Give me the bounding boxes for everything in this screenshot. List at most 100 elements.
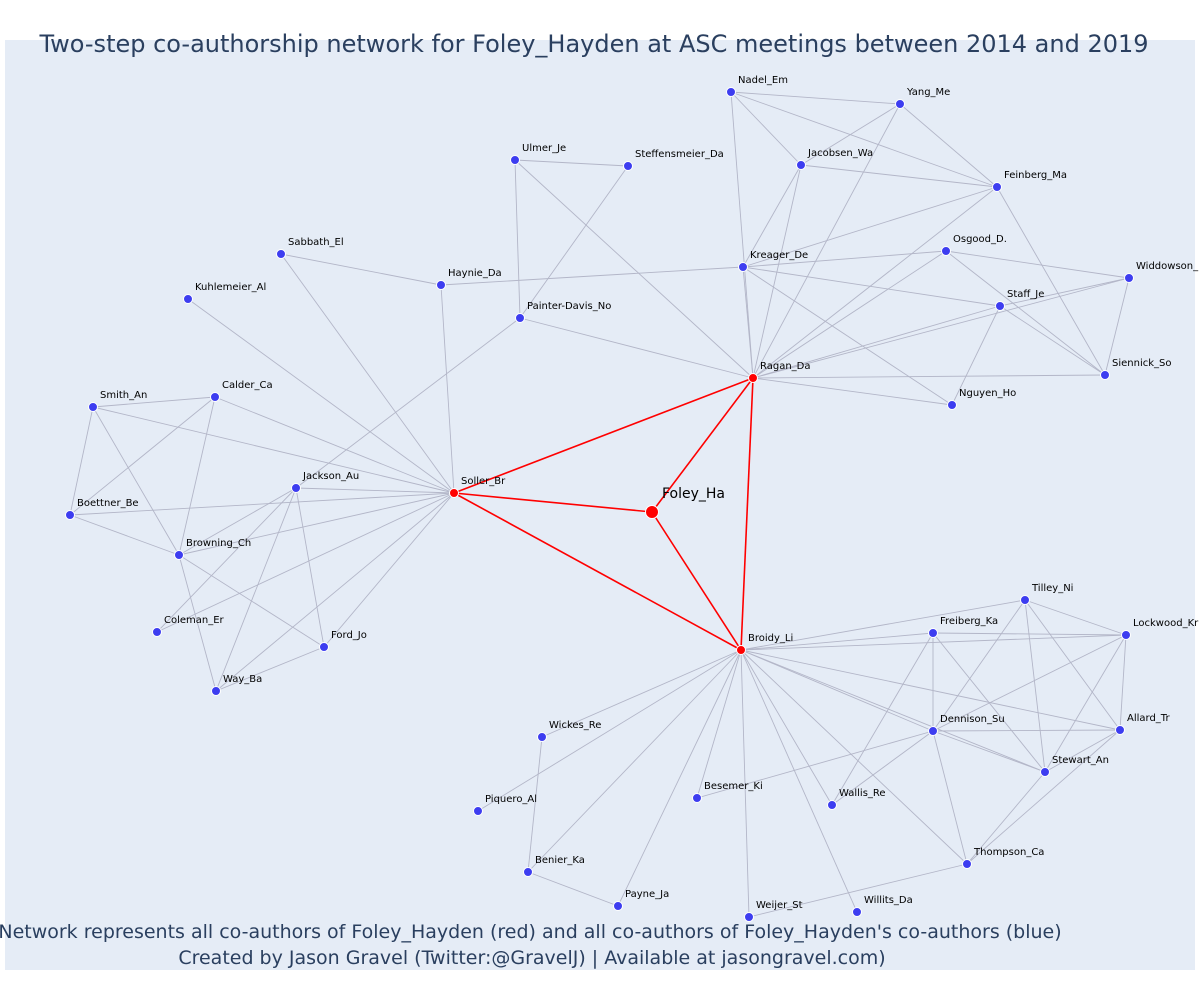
- edge-Soller_Br-Ragan_Da: [453, 377, 754, 494]
- edge-Soller_Br-Haynie_Da: [440, 284, 455, 494]
- node-label-Dennison_Su: Dennison_Su: [940, 714, 1005, 725]
- edge-Kreager_De-Haynie_Da: [440, 266, 744, 286]
- node-label-Sabbath_El: Sabbath_El: [288, 237, 344, 248]
- edge-Freiberg_Ka-Stewart_An: [932, 632, 1046, 773]
- node-Allard_Tr[interactable]: [1115, 725, 1125, 735]
- edge-Soller_Br-Jackson_Au: [295, 487, 455, 494]
- edge-Ulmer_Je-Painter-Davis_No: [514, 159, 521, 319]
- edge-Ulmer_Je-Steffensmeier_Da: [514, 159, 629, 167]
- node-label-Piquero_Al: Piquero_Al: [485, 794, 537, 805]
- node-label-Steffensmeier_Da: Steffensmeier_Da: [635, 149, 724, 160]
- edge-Broidy_Li-Willits_Da: [740, 649, 858, 913]
- node-label-Ulmer_Je: Ulmer_Je: [522, 143, 566, 154]
- edge-Ragan_Da-Widdowson_: [752, 277, 1130, 379]
- node-Piquero_Al[interactable]: [473, 806, 483, 816]
- edge-Ragan_Da-Nadel_Em: [730, 91, 754, 379]
- edge-Jackson_Au-Painter-Davis_No: [295, 317, 521, 489]
- edge-Benier_Ka-Payne_Ja: [527, 871, 619, 907]
- edge-Soller_Br-Ford_Jo: [323, 492, 455, 648]
- node-Weijer_St[interactable]: [744, 912, 754, 922]
- caption-line-1: Network represents all co-authors of Fol…: [0, 921, 1062, 943]
- node-Widdowson_[interactable]: [1124, 273, 1134, 283]
- node-Broidy_Li[interactable]: [736, 645, 746, 655]
- edge-Dennison_Su-Wallis_Re: [831, 730, 934, 806]
- node-Nadel_Em[interactable]: [726, 87, 736, 97]
- edge-Broidy_Li-Thompson_Ca: [740, 649, 968, 865]
- edge-Tilley_Ni-Stewart_An: [1024, 599, 1046, 773]
- node-Ford_Jo[interactable]: [319, 642, 329, 652]
- node-Tilley_Ni[interactable]: [1020, 595, 1030, 605]
- node-Ragan_Da[interactable]: [748, 373, 758, 383]
- node-label-Tilley_Ni: Tilley_Ni: [1031, 583, 1073, 594]
- edge-Steffensmeier_Da-Painter-Davis_No: [519, 165, 629, 319]
- node-Feinberg_Ma[interactable]: [992, 182, 1002, 192]
- edge-Soller_Br-Kuhlemeier_Al: [187, 298, 455, 494]
- edge-Lockwood_Kr-Allard_Tr: [1119, 634, 1127, 731]
- node-Thompson_Ca[interactable]: [962, 859, 972, 869]
- node-Besemer_Ki[interactable]: [692, 793, 702, 803]
- edge-Jackson_Au-Coleman_Er: [156, 487, 297, 633]
- node-Way_Ba[interactable]: [211, 686, 221, 696]
- edge-Broidy_Li-Wickes_Re: [541, 649, 742, 738]
- node-label-Benier_Ka: Benier_Ka: [535, 855, 585, 866]
- node-Jacobsen_Wa[interactable]: [796, 160, 806, 170]
- node-Siennick_So[interactable]: [1100, 370, 1110, 380]
- node-Osgood_D.[interactable]: [941, 246, 951, 256]
- node-Kreager_De[interactable]: [738, 262, 748, 272]
- node-Browning_Ch[interactable]: [174, 550, 184, 560]
- node-label-Jackson_Au: Jackson_Au: [302, 471, 359, 482]
- node-Calder_Ca[interactable]: [210, 392, 220, 402]
- edge-Freiberg_Ka-Lockwood_Kr: [932, 632, 1127, 636]
- node-Jackson_Au[interactable]: [291, 483, 301, 493]
- node-label-Willits_Da: Willits_Da: [864, 895, 913, 906]
- chart-title: Two-step co-authorship network for Foley…: [38, 30, 1148, 58]
- edge-Way_Ba-Ford_Jo: [215, 646, 325, 692]
- edge-Feinberg_Ma-Siennick_So: [996, 186, 1106, 376]
- node-Benier_Ka[interactable]: [523, 867, 533, 877]
- node-Ulmer_Je[interactable]: [510, 155, 520, 165]
- node-Wickes_Re[interactable]: [537, 732, 547, 742]
- node-Soller_Br[interactable]: [449, 488, 459, 498]
- node-Staff_Je[interactable]: [995, 301, 1005, 311]
- node-Haynie_Da[interactable]: [436, 280, 446, 290]
- node-label-Foley_Ha: Foley_Ha: [662, 486, 725, 502]
- edge-Foley_Ha-Ragan_Da: [651, 377, 754, 513]
- node-Foley_Ha[interactable]: [645, 505, 659, 519]
- node-Painter-Davis_No[interactable]: [515, 313, 525, 323]
- node-Sabbath_El[interactable]: [276, 249, 286, 259]
- edge-Smith_An-Browning_Ch: [92, 406, 180, 556]
- node-label-Browning_Ch: Browning_Ch: [186, 538, 251, 549]
- edge-Boettner_Be-Browning_Ch: [69, 514, 180, 556]
- edge-Kreager_De-Osgood_D.: [742, 250, 947, 268]
- node-Lockwood_Kr[interactable]: [1121, 630, 1131, 640]
- edge-Dennison_Su-Besemer_Ki: [696, 730, 934, 799]
- node-Dennison_Su[interactable]: [928, 726, 938, 736]
- node-Kuhlemeier_Al[interactable]: [183, 294, 193, 304]
- node-Wallis_Re[interactable]: [827, 800, 837, 810]
- edge-Ragan_Da-Siennick_So: [752, 374, 1106, 379]
- edge-Jacobsen_Wa-Feinberg_Ma: [800, 164, 998, 188]
- node-label-Freiberg_Ka: Freiberg_Ka: [940, 616, 998, 627]
- node-Boettner_Be[interactable]: [65, 510, 75, 520]
- node-Coleman_Er[interactable]: [152, 627, 162, 637]
- edge-Jacobsen_Wa-Kreager_De: [742, 164, 802, 268]
- node-label-Ford_Jo: Ford_Jo: [331, 630, 367, 641]
- edge-Ragan_Da-Jacobsen_Wa: [752, 164, 802, 379]
- node-Stewart_An[interactable]: [1040, 767, 1050, 777]
- edge-Ragan_Da-Feinberg_Ma: [752, 186, 998, 379]
- edge-Soller_Br-Boettner_Be: [69, 492, 455, 516]
- node-Yang_Me[interactable]: [895, 99, 905, 109]
- node-Steffensmeier_Da[interactable]: [623, 161, 633, 171]
- node-label-Calder_Ca: Calder_Ca: [222, 380, 273, 391]
- node-Payne_Ja[interactable]: [613, 901, 623, 911]
- node-label-Way_Ba: Way_Ba: [223, 674, 262, 685]
- edge-Allard_Tr-Stewart_An: [1044, 729, 1121, 773]
- node-label-Allard_Tr: Allard_Tr: [1127, 713, 1170, 724]
- node-Willits_Da[interactable]: [852, 907, 862, 917]
- node-Nguyen_Ho[interactable]: [947, 400, 957, 410]
- edge-Ragan_Da-Broidy_Li: [740, 377, 754, 651]
- node-Smith_An[interactable]: [88, 402, 98, 412]
- edge-Ragan_Da-Staff_Je: [752, 305, 1001, 379]
- node-Freiberg_Ka[interactable]: [928, 628, 938, 638]
- edge-Broidy_Li-Freiberg_Ka: [740, 632, 934, 651]
